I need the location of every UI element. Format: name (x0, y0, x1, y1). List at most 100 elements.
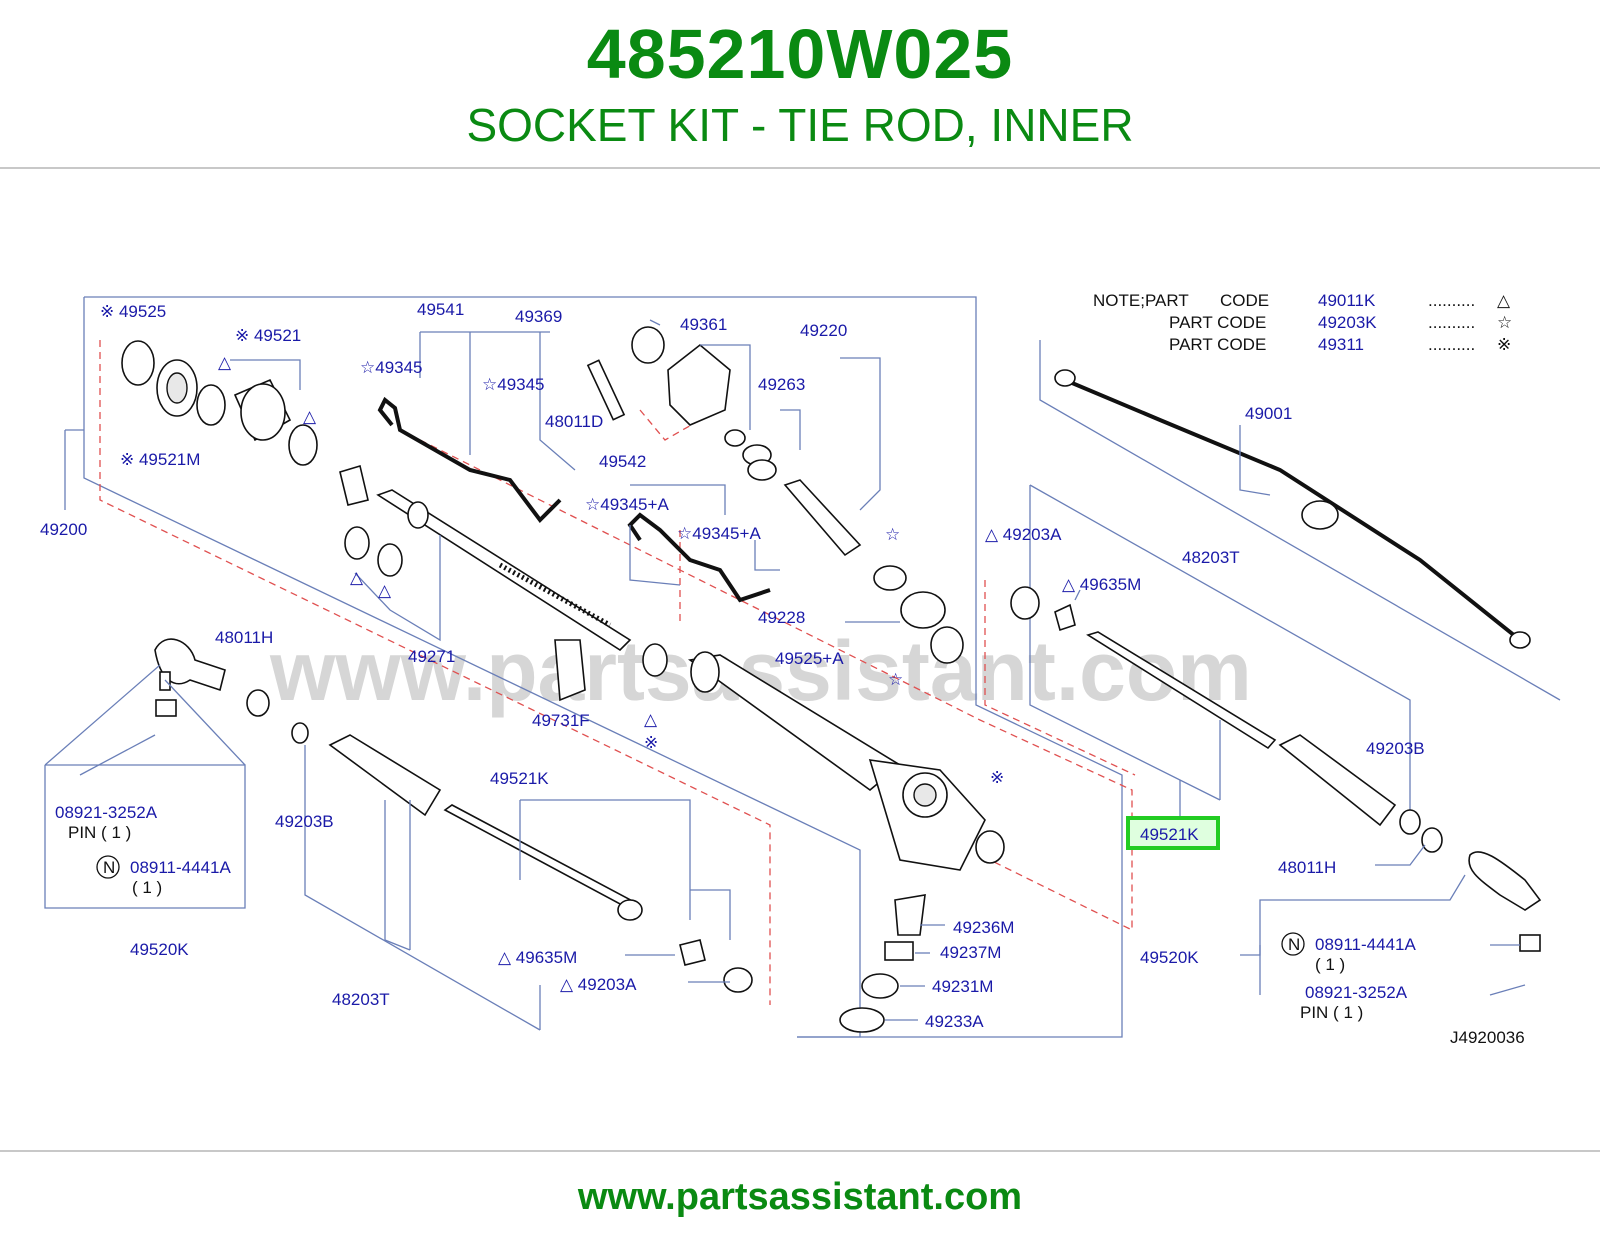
callout-49203b-right[interactable]: 49203B (1366, 739, 1425, 758)
frame-line (83, 297, 861, 1038)
callout-49237m[interactable]: 49237M (940, 943, 1001, 962)
o-ring (121, 340, 155, 386)
callout-49525-plus-a[interactable]: 49525+A (775, 649, 844, 668)
symbol-star: ☆ (888, 670, 903, 689)
callout-08921-left[interactable]: 08921-3252A (55, 803, 158, 822)
note-row-1-code: 49011K (1318, 291, 1376, 310)
tie-rod-end-right (1468, 851, 1542, 911)
callout-49345-b[interactable]: ☆49345 (482, 375, 545, 394)
symbol-n: N (1288, 935, 1300, 954)
symbol-triangle: △ (378, 581, 392, 600)
callout-48203t-left[interactable]: 48203T (332, 990, 390, 1009)
callout-49731f[interactable]: 49731F (532, 711, 590, 730)
nut (1519, 934, 1541, 952)
inner-rod-right (1086, 631, 1277, 750)
pin-qty-right: PIN ( 1 ) (1300, 1003, 1363, 1022)
n-mark-left (96, 855, 120, 879)
seal (377, 543, 403, 577)
o-ring (288, 424, 318, 466)
symbol-triangle: △ (350, 568, 364, 587)
rack-shaft (339, 464, 632, 652)
o-ring (344, 526, 370, 560)
callout-49231m[interactable]: 49231M (932, 977, 993, 996)
callout-49521m[interactable]: ※ 49521M (120, 450, 200, 469)
qty-left: ( 1 ) (132, 878, 162, 897)
callout-49521k-highlighted[interactable]: 49521K (1140, 825, 1199, 844)
callout-49520k-left[interactable]: 49520K (130, 940, 189, 959)
frame-line (1029, 484, 1411, 815)
note-row-3-dots: .......... (1428, 335, 1475, 354)
callout-08921-right[interactable]: 08921-3252A (1305, 983, 1408, 1002)
callout-49525[interactable]: ※ 49525 (100, 302, 166, 321)
callout-49369[interactable]: 49369 (515, 307, 562, 326)
note-row-3-symbol: ※ (1497, 335, 1511, 354)
note-row-3-label: PART CODE (1169, 335, 1266, 354)
note-row-1-symbol: △ (1497, 291, 1511, 310)
part-description: SOCKET KIT - TIE ROD, INNER (466, 99, 1134, 151)
header-divider (0, 167, 1600, 169)
frame-line (1039, 340, 1561, 701)
diagram-code: J4920036 (1450, 1028, 1525, 1047)
rack-housing (687, 651, 1005, 871)
callout-49542[interactable]: 49542 (599, 452, 646, 471)
callout-49263[interactable]: 49263 (758, 375, 805, 394)
note-row-2-dots: .......... (1428, 313, 1475, 332)
callout-49345-a[interactable]: ☆49345 (360, 358, 423, 377)
lock-nut (839, 1007, 885, 1033)
boot-left (328, 734, 442, 817)
note-row-1-label: CODE (1220, 291, 1269, 310)
callout-49203a-left[interactable]: △ 49203A (560, 975, 637, 994)
qty-right: ( 1 ) (1315, 955, 1345, 974)
note-row-1-dots: .......... (1428, 291, 1475, 310)
callout-48011h-right[interactable]: 48011H (1278, 858, 1336, 877)
footer-link[interactable]: www.partsassistant.com (577, 1176, 1023, 1218)
boot-right (1278, 734, 1397, 827)
lock-nut (1421, 827, 1443, 853)
callout-08911-right[interactable]: 08911-4441A (1315, 935, 1416, 954)
inner-rod-left (443, 804, 642, 914)
n-mark-right (1281, 932, 1305, 956)
clamp (723, 967, 753, 993)
symbol-reference: ※ (990, 768, 1004, 787)
callout-49271[interactable]: 49271 (408, 647, 455, 666)
bracket (554, 639, 586, 702)
feed-tube (627, 512, 771, 603)
callout-49345-plus-a-1[interactable]: ☆49345+A (585, 495, 669, 514)
parts-diagram: www.partsassistant.com (40, 291, 1561, 1047)
callout-49233a[interactable]: 49233A (925, 1012, 984, 1031)
callout-49635m-right[interactable]: △ 49635M (1062, 575, 1141, 594)
callout-49635m-left[interactable]: △ 49635M (498, 948, 577, 967)
highlight-box[interactable] (1126, 816, 1220, 850)
callout-49520k-right[interactable]: 49520K (1140, 948, 1199, 967)
note-row-3-code: 49311 (1318, 335, 1364, 354)
callout-49200[interactable]: 49200 (40, 520, 87, 539)
centerline (984, 580, 1136, 776)
pinion-shaft (742, 444, 964, 664)
callout-49228[interactable]: 49228 (758, 608, 805, 627)
callout-49220[interactable]: 49220 (800, 321, 847, 340)
callout-49521[interactable]: ※ 49521 (235, 326, 301, 345)
valve-housing (586, 326, 746, 447)
callout-49361[interactable]: 49361 (680, 315, 727, 334)
symbol-n: N (103, 858, 115, 877)
callout-49236m[interactable]: 49236M (953, 918, 1014, 937)
callout-49521k-left[interactable]: 49521K (490, 769, 549, 788)
clamp (1010, 586, 1040, 620)
frame-line (84, 296, 1123, 1038)
spring (884, 941, 914, 961)
callout-49203b-left[interactable]: 49203B (275, 812, 334, 831)
callout-49541[interactable]: 49541 (417, 300, 464, 319)
frame-line (1029, 485, 1221, 801)
centerline (639, 409, 701, 441)
page-title: 485210W025 (586, 15, 1014, 93)
callout-48203t-right[interactable]: 48203T (1182, 548, 1240, 567)
callout-08911-left[interactable]: 08911-4441A (130, 858, 231, 877)
callout-49345-plus-a-2[interactable]: ☆49345+A (677, 524, 761, 543)
callout-48011d[interactable]: 48011D (545, 412, 603, 431)
tie-rod-end-left (154, 638, 309, 744)
callout-48011h-left[interactable]: 48011H (215, 628, 273, 647)
callout-49203a-right[interactable]: △ 49203A (985, 525, 1062, 544)
callout-49001[interactable]: 49001 (1245, 404, 1292, 423)
symbol-triangle: △ (644, 710, 658, 729)
centerline (99, 340, 771, 1005)
